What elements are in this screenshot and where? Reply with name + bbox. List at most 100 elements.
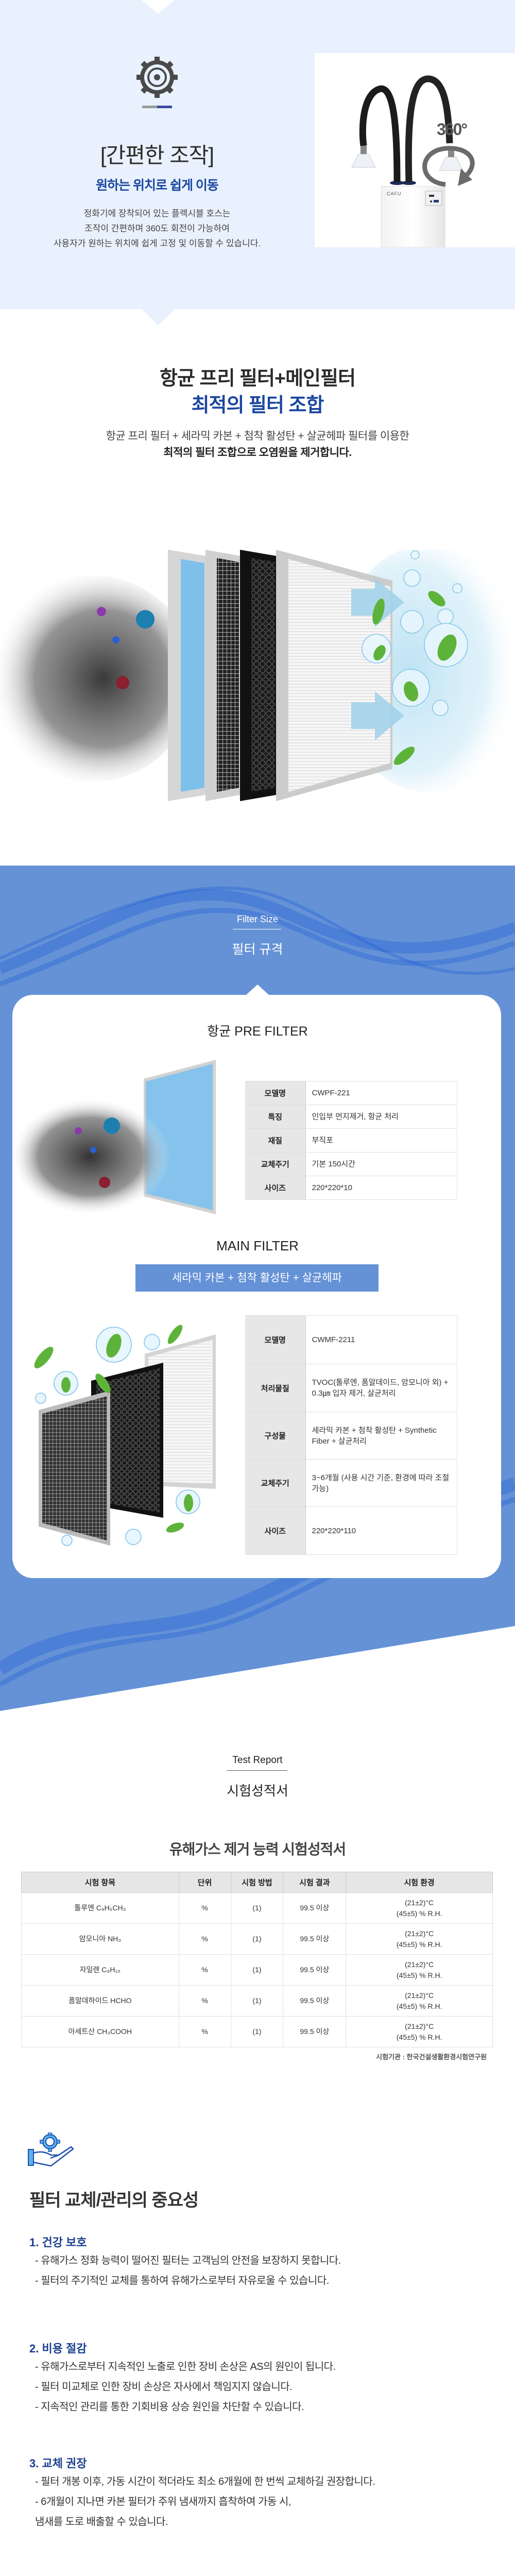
gear-icon <box>136 57 178 98</box>
table-cell: 99.5 이상 <box>283 2016 347 2047</box>
spec-value: 220*220*110 <box>305 1506 457 1555</box>
table-cell: (21±2)°C (45±5) % R.H. <box>346 2016 493 2047</box>
section-subtitle: 원하는 위치로 쉽게 이동 <box>96 178 219 193</box>
spec-label: 처리물질 <box>245 1364 306 1412</box>
table-cell: (1) <box>230 1892 284 1924</box>
main-filter-composition-banner: 세라믹 카본 + 첨착 활성탄 + 살균헤파 <box>135 1264 379 1292</box>
table-cell: % <box>178 1985 231 2016</box>
accent-bar-navy <box>157 106 172 108</box>
importance-item: - 6개월이 지나면 카본 필터가 주위 냄새까지 흡착하여 가동 시, 냄새를… <box>35 2496 291 2528</box>
hand-gear-icon <box>28 2132 74 2166</box>
table-row: 암모니아 NH₃%(1)99.5 이상(21±2)°C (45±5) % R.H… <box>21 1923 493 1955</box>
table-cell: % <box>178 1892 231 1924</box>
table-cell: % <box>178 2016 231 2047</box>
label-underline <box>227 1770 287 1771</box>
spec-value: 220*220*10 <box>305 1176 457 1200</box>
table-cell: (21±2)°C (45±5) % R.H. <box>346 1954 493 1986</box>
spec-value: CWPF-221 <box>305 1081 457 1105</box>
importance-heading: 2. 비용 절감 <box>29 2342 87 2355</box>
combo-title-highlight: 최적의 필터 조합 <box>191 395 324 416</box>
spec-value: CWMF-2211 <box>305 1315 457 1364</box>
rotation-360-badge: 360° <box>437 120 468 139</box>
column-header: 단위 <box>178 1872 231 1893</box>
spec-label: 모델명 <box>245 1315 306 1364</box>
description-line: 정화기에 장착되어 있는 플렉시블 호스는 <box>83 209 231 218</box>
table-cell: 99.5 이상 <box>283 1892 347 1924</box>
table-row: 톨루엔 C₆H₅CH₃%(1)99.5 이상(21±2)°C (45±5) % … <box>21 1892 493 1924</box>
importance-heading: 1. 건강 보호 <box>29 2236 87 2249</box>
importance-item: - 유해가스로부터 지속적인 노출로 인한 장비 손상은 AS의 원인이 됩니다… <box>35 2361 336 2372</box>
pre-filter-image <box>13 1060 216 1216</box>
spec-value: 기본 150시간 <box>305 1152 457 1176</box>
table-cell: 99.5 이상 <box>283 1985 347 2016</box>
test-report-label-ko: 시험성적서 <box>227 1783 288 1799</box>
section-divider-arrow <box>142 0 175 14</box>
accent-bar-gray <box>142 106 157 108</box>
filter-size-label-ko: 필터 규격 <box>232 942 283 957</box>
importance-item: - 유해가스 정화 능력이 떨어진 필터는 고객님의 안전을 보장하지 못합니다… <box>35 2255 341 2266</box>
table-cell: (1) <box>230 1954 284 1986</box>
test-institution-note: 시험기관 : 한국건설생활환경시험연구원 <box>376 2053 487 2061</box>
airflow-arrow-icon <box>351 691 404 740</box>
section-description: 정화기에 장착되어 있는 플렉시블 호스는 조작이 간편하며 360도 회전이 … <box>0 206 314 251</box>
importance-item: - 지속적인 관리를 통한 기회비용 상승 원인을 차단할 수 있습니다. <box>35 2401 304 2413</box>
table-cell: (21±2)°C (45±5) % R.H. <box>346 1923 493 1955</box>
column-header: 시험 방법 <box>230 1872 284 1893</box>
product-image: CAFU 360° <box>315 53 515 248</box>
spec-value: 인입부 먼지제거, 항균 처리 <box>305 1105 457 1129</box>
main-filter-title: MAIN FILTER <box>216 1238 299 1253</box>
main-filter-image <box>34 1325 216 1546</box>
table-cell: 자일렌 C₈H₁₀ <box>21 1954 179 1986</box>
section-divider-arrow <box>142 309 175 325</box>
table-row: 폼알데하이드 HCHO%(1)99.5 이상(21±2)°C (45±5) % … <box>21 1985 493 2016</box>
combo-description-bold: 최적의 필터 조합으로 오염원을 제거합니다. <box>163 447 352 459</box>
spec-value: 부직포 <box>305 1128 457 1153</box>
table-row: 아세트산 CH₃COOH%(1)99.5 이상(21±2)°C (45±5) %… <box>21 2016 493 2047</box>
product-brand: CAFU <box>387 191 402 196</box>
easy-control-section: [간편한 조작] 원하는 위치로 쉽게 이동 정화기에 장착되어 있는 플렉시블… <box>0 0 515 325</box>
description-line: 사용자가 원하는 위치에 쉽게 고정 및 이동할 수 있습니다. <box>53 239 261 248</box>
table-cell: 암모니아 NH₃ <box>21 1923 179 1955</box>
filter-layers-illustration <box>0 550 515 801</box>
column-header: 시험 결과 <box>283 1872 347 1893</box>
importance-item: - 필터 미교체로 인한 장비 손상은 자사에서 책임지지 않습니다. <box>35 2381 293 2393</box>
column-header: 시험 항목 <box>21 1872 179 1893</box>
test-report-table-title: 유해가스 제거 능력 시험성적서 <box>169 1841 346 1857</box>
table-cell: (21±2)°C (45±5) % R.H. <box>346 1892 493 1924</box>
air-purifier-illustration <box>351 75 475 248</box>
table-cell: 99.5 이상 <box>283 1923 347 1955</box>
table-cell: (21±2)°C (45±5) % R.H. <box>346 1985 493 2016</box>
table-row: 자일렌 C₈H₁₀%(1)99.5 이상(21±2)°C (45±5) % R.… <box>21 1954 493 1986</box>
importance-item: - 필터의 주기적인 교체를 통하여 유해가스로부터 자유로울 수 있습니다. <box>35 2275 329 2286</box>
table-cell: % <box>178 1954 231 1986</box>
wave-background <box>0 886 515 1687</box>
spec-label: 특징 <box>245 1105 306 1129</box>
spec-value: 세라믹 카본 + 첨착 활성탄 + Synthetic Fiber + 살균처리 <box>305 1412 457 1460</box>
combo-title: 항균 프리 필터+메인필터 <box>160 368 356 389</box>
section-title: [간편한 조작] <box>100 143 214 167</box>
table-cell: (1) <box>230 2016 284 2047</box>
description-line: 조작이 간편하며 360도 회전이 가능하여 <box>84 224 230 233</box>
pre-filter-title: 항균 PRE FILTER <box>207 1024 308 1039</box>
importance-heading: 3. 교체 권장 <box>29 2457 87 2470</box>
spec-label: 교체주기 <box>245 1152 306 1176</box>
importance-title: 필터 교체/관리의 중요성 <box>29 2191 199 2210</box>
spec-label: 모델명 <box>245 1081 306 1105</box>
table-cell: 아세트산 CH₃COOH <box>21 2016 179 2047</box>
spec-label: 재질 <box>245 1128 306 1153</box>
importance-item: - 필터 개봉 이후, 가동 시간이 적더라도 최소 6개월에 한 번씩 교체하… <box>35 2476 375 2487</box>
spec-label: 사이즈 <box>245 1176 306 1200</box>
table-cell: % <box>178 1923 231 1955</box>
spec-label: 구성물 <box>245 1412 306 1460</box>
